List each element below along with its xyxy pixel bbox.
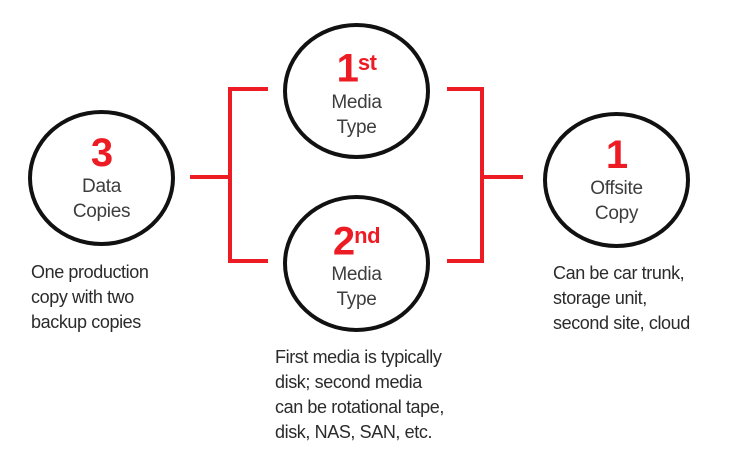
caption-offsite-copy: Can be car trunk, storage unit, second s… xyxy=(553,261,690,336)
node-offsite-copy: 1 Offsite Copy xyxy=(543,112,690,248)
caption-line: storage unit, xyxy=(553,288,647,308)
bracket-left-branch-top xyxy=(228,87,268,91)
bracket-left-branch-bottom xyxy=(228,259,268,263)
caption-line: One production xyxy=(31,262,149,282)
caption-line: Can be car trunk, xyxy=(553,263,685,283)
media-type-2-number: 2nd xyxy=(332,219,381,264)
caption-media-types: First media is typically disk; second me… xyxy=(275,345,444,445)
caption-line: disk; second media xyxy=(275,372,422,392)
caption-line: backup copies xyxy=(31,312,141,332)
offsite-copy-label-line2: Copy xyxy=(594,203,639,224)
media-type-1-label-line1: Media xyxy=(331,91,382,113)
connector-left-stem xyxy=(190,175,231,179)
node-media-type-1: 1st Media Type xyxy=(283,23,430,159)
caption-line: can be rotational tape, xyxy=(275,397,444,417)
caption-line: disk, NAS, SAN, etc. xyxy=(275,422,433,442)
caption-line: copy with two xyxy=(31,287,134,307)
media-type-2-label-line2: Type xyxy=(336,289,377,311)
caption-data-copies: One production copy with two backup copi… xyxy=(31,260,149,335)
caption-line: second site, cloud xyxy=(553,313,690,333)
media-type-1-label-line2: Type xyxy=(336,116,377,138)
node-media-type-2: 2nd Media Type xyxy=(283,195,430,332)
data-copies-number: 3 xyxy=(90,131,113,175)
media-type-1-number-suffix: st xyxy=(357,50,377,76)
node-data-copies: 3 Data Copies xyxy=(28,110,175,246)
data-copies-label-line2: Copies xyxy=(72,201,131,222)
media-type-1-number: 1st xyxy=(336,46,377,91)
bracket-right-branch-bottom xyxy=(447,259,484,263)
caption-line: First media is typically xyxy=(275,347,442,367)
bracket-right-branch-top xyxy=(447,87,484,91)
media-type-2-number-suffix: nd xyxy=(354,222,381,248)
offsite-copy-label-line1: Offsite xyxy=(590,178,643,199)
connector-right-stem xyxy=(480,175,523,179)
media-type-2-label-line1: Media xyxy=(331,264,382,286)
data-copies-label-line1: Data xyxy=(82,176,121,197)
offsite-copy-number: 1 xyxy=(605,133,628,177)
bracket-left-vertical xyxy=(228,87,232,263)
